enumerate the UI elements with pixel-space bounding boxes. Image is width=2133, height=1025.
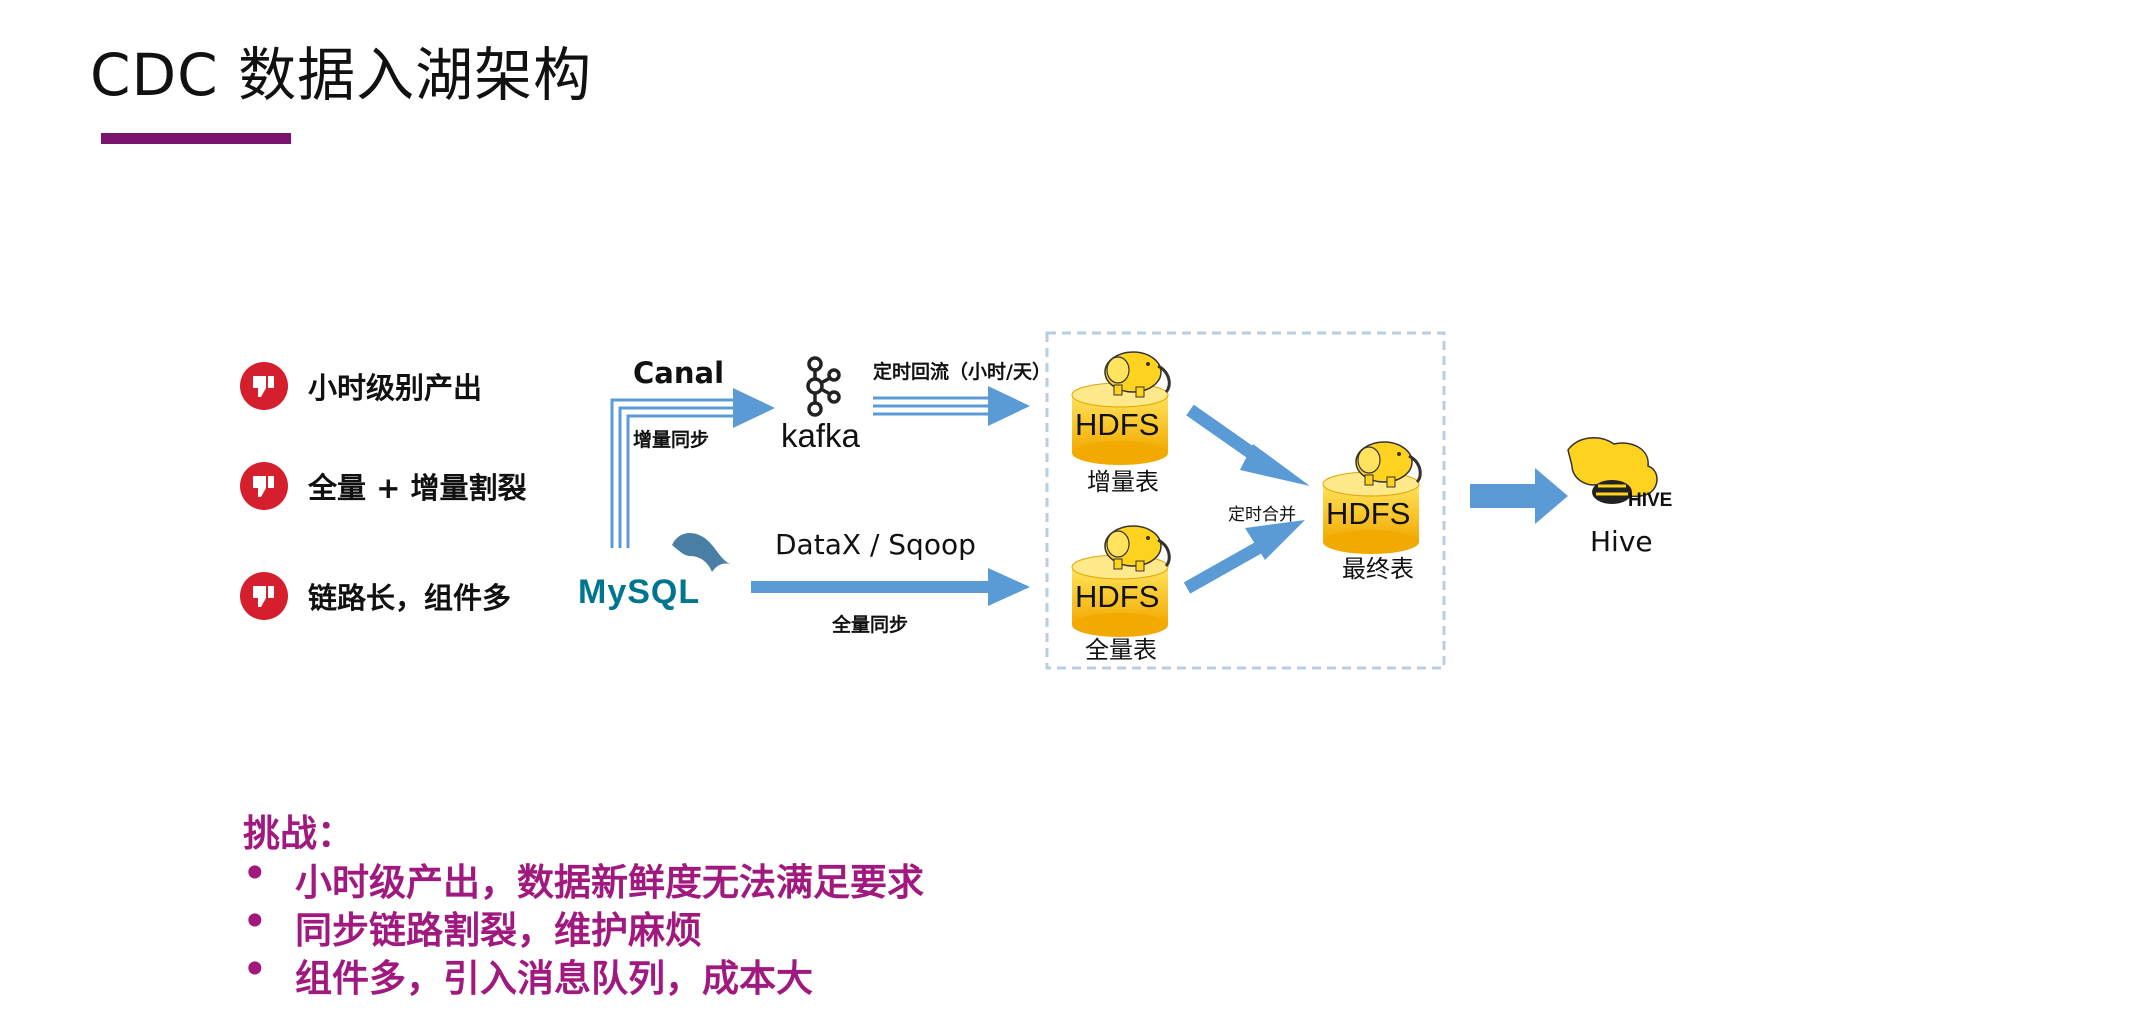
con-item-split: 全量 + 增量割裂 xyxy=(240,462,527,510)
canal-arrow xyxy=(610,398,735,548)
hadoop-elephant-icon xyxy=(1104,525,1171,572)
hadoop-elephant-icon xyxy=(1104,351,1171,398)
merge-arrow-bottom-head xyxy=(1245,520,1305,560)
hive-logo-text: HIVE xyxy=(1628,490,1673,511)
merge-label: 定时合并 xyxy=(1228,505,1296,525)
hdfs-incremental-cylinder xyxy=(1071,382,1169,465)
con-text: 全量 + 增量割裂 xyxy=(308,471,527,505)
hdfs-incremental-label: HDFS xyxy=(1075,407,1160,442)
challenge-item: • 同步链路割裂，维护麻烦 xyxy=(243,900,702,954)
kafka-logo-icon xyxy=(806,356,841,417)
hdfs-final-label: HDFS xyxy=(1326,496,1411,531)
hdfs-full-caption: 全量表 xyxy=(1085,636,1157,664)
con-item-long-chain: 链路长，组件多 xyxy=(240,572,511,620)
thumbs-down-icon xyxy=(240,462,288,510)
hadoop-elephant-icon xyxy=(1355,441,1422,488)
hdfs-final-caption: 最终表 xyxy=(1342,555,1414,583)
challenge-item: • 小时级产出，数据新鲜度无法满足要求 xyxy=(243,852,924,906)
thumbs-down-icon xyxy=(240,572,288,620)
slide-title: CDC 数据入湖架构 xyxy=(90,41,593,109)
merge-arrow-bottom xyxy=(1183,538,1269,594)
to-hive-arrow xyxy=(1470,484,1540,508)
thumbs-down-icon xyxy=(240,362,288,410)
canal-arrow-head xyxy=(733,388,775,428)
con-text: 小时级别产出 xyxy=(308,371,483,405)
mysql-label: MySQL xyxy=(578,573,701,611)
full-sync-label: 全量同步 xyxy=(832,614,909,636)
to-hive-arrow-head xyxy=(1535,468,1568,524)
full-sync-arrow xyxy=(751,581,991,593)
bullet-marker: • xyxy=(243,900,267,943)
challenge-item: • 组件多，引入消息队列，成本大 xyxy=(243,948,813,1002)
con-item-hourly: 小时级别产出 xyxy=(240,362,482,410)
mysql-dolphin-icon xyxy=(672,532,730,572)
bullet-marker: • xyxy=(243,852,267,895)
incremental-sync-label: 增量同步 xyxy=(633,429,710,451)
merge-arrow-top-head xyxy=(1240,444,1310,486)
challenge-text: 同步链路割裂，维护麻烦 xyxy=(295,909,702,952)
hdfs-incremental-caption: 增量表 xyxy=(1087,468,1159,496)
canal-label: Canal xyxy=(633,356,725,390)
con-text: 链路长，组件多 xyxy=(308,581,512,615)
backflow-arrow xyxy=(873,396,990,416)
backflow-arrow-head xyxy=(988,386,1030,426)
challenge-text: 小时级产出，数据新鲜度无法满足要求 xyxy=(295,861,924,904)
hdfs-zone-box xyxy=(1045,331,1446,670)
challenges-title: 挑战： xyxy=(243,812,354,855)
hive-label: Hive xyxy=(1590,525,1653,558)
challenge-text: 组件多，引入消息队列，成本大 xyxy=(295,957,813,1000)
hive-logo-icon xyxy=(1567,437,1658,504)
title-underline xyxy=(101,133,291,144)
hdfs-full-label: HDFS xyxy=(1075,579,1160,614)
full-sync-arrow-head xyxy=(988,568,1030,606)
bullet-marker: • xyxy=(243,948,267,991)
scheduled-backflow-label: 定时回流（小时/天） xyxy=(873,361,1051,383)
datax-label: DataX / Sqoop xyxy=(775,528,976,561)
kafka-label: kafka xyxy=(781,417,860,454)
